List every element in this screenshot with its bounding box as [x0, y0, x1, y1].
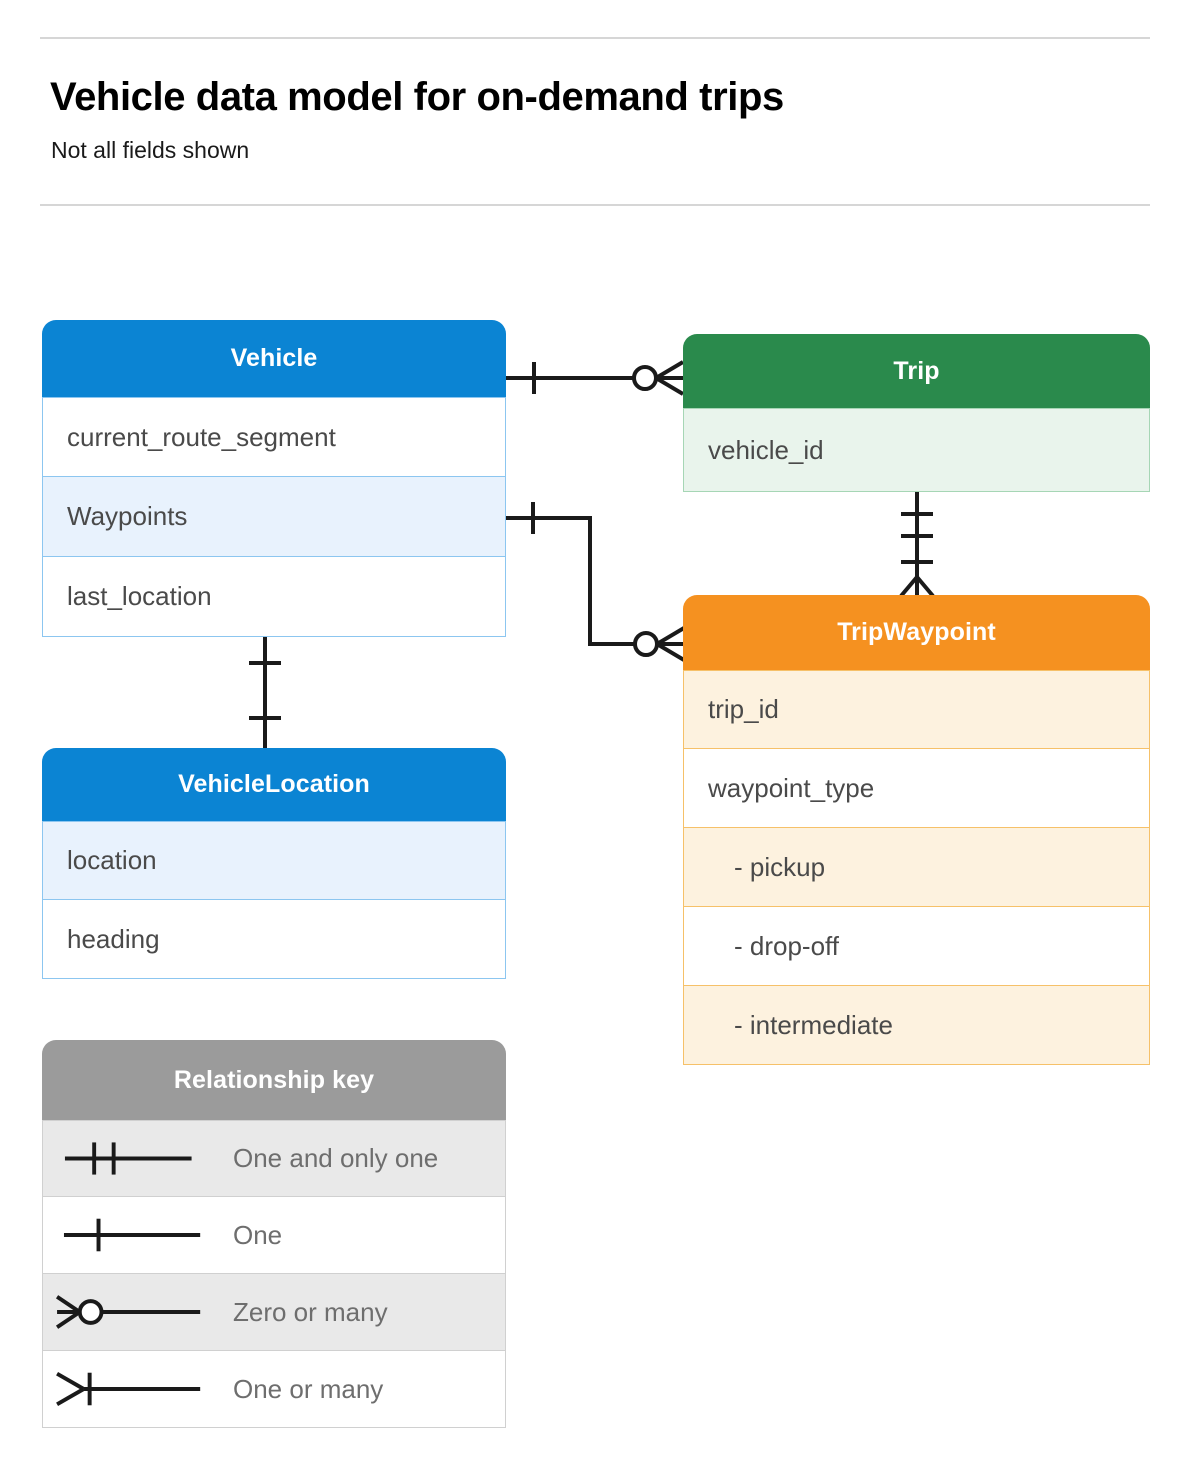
field-row-enum[interactable]: - pickup — [683, 828, 1150, 907]
field-row[interactable]: current_route_segment — [42, 397, 506, 477]
entity-vehicle-title: Vehicle — [42, 320, 506, 397]
legend-row: Zero or many — [42, 1274, 506, 1351]
header-divider-top — [40, 37, 1150, 39]
legend-row: One and only one — [42, 1120, 506, 1197]
entity-tripwaypoint-fields: trip_id waypoint_type - pickup - drop-of… — [683, 670, 1150, 1065]
connector-vehicle-vehiclelocation — [249, 636, 281, 748]
legend-label: One or many — [233, 1373, 384, 1404]
entity-trip-title: Trip — [683, 334, 1150, 408]
zero-or-many-icon — [55, 1295, 201, 1329]
one-or-many-icon — [56, 1371, 201, 1407]
relationship-key-card: Relationship key One and only one — [42, 1040, 506, 1428]
connector-trip-tripwaypoint — [899, 492, 935, 598]
page-subtitle: Not all fields shown — [51, 137, 250, 163]
field-row[interactable]: vehicle_id — [683, 408, 1150, 492]
entity-vehicle[interactable]: Vehicle current_route_segment Waypoints … — [42, 320, 506, 637]
entity-vehiclelocation-title: VehicleLocation — [42, 748, 506, 821]
entity-vehicle-fields: current_route_segment Waypoints last_loc… — [42, 397, 506, 637]
connector-waypoints-tripwaypoint — [506, 502, 686, 662]
field-row[interactable]: heading — [42, 900, 506, 979]
entity-tripwaypoint[interactable]: TripWaypoint trip_id waypoint_type - pic… — [683, 595, 1150, 1065]
legend-label: One and only one — [233, 1143, 439, 1173]
legend-label: One — [233, 1219, 283, 1250]
field-row[interactable]: last_location — [42, 557, 506, 637]
field-row[interactable]: Waypoints — [42, 477, 506, 557]
entity-vehiclelocation[interactable]: VehicleLocation location heading — [42, 748, 506, 979]
legend-row: One or many — [42, 1351, 506, 1428]
field-row-enum[interactable]: - intermediate — [683, 986, 1150, 1065]
field-row-enum[interactable]: - drop-off — [683, 907, 1150, 986]
entity-trip[interactable]: Trip vehicle_id — [683, 334, 1150, 492]
relationship-key-rows: One and only one One — [42, 1120, 506, 1428]
field-row[interactable]: location — [42, 821, 506, 900]
field-row[interactable]: trip_id — [683, 670, 1150, 749]
connector-vehicle-trip — [506, 360, 685, 396]
entity-vehiclelocation-fields: location heading — [42, 821, 506, 979]
field-row[interactable]: waypoint_type — [683, 749, 1150, 828]
relationship-key-title: Relationship key — [42, 1040, 506, 1120]
legend-row: One — [42, 1197, 506, 1274]
header-divider-bottom — [40, 204, 1150, 206]
one-and-only-one-icon — [64, 1142, 192, 1175]
entity-trip-fields: vehicle_id — [683, 408, 1150, 492]
legend-label: Zero or many — [233, 1296, 388, 1327]
page-title: Vehicle data model for on-demand trips — [50, 75, 784, 119]
one-icon — [63, 1218, 201, 1252]
entity-tripwaypoint-title: TripWaypoint — [683, 595, 1150, 670]
